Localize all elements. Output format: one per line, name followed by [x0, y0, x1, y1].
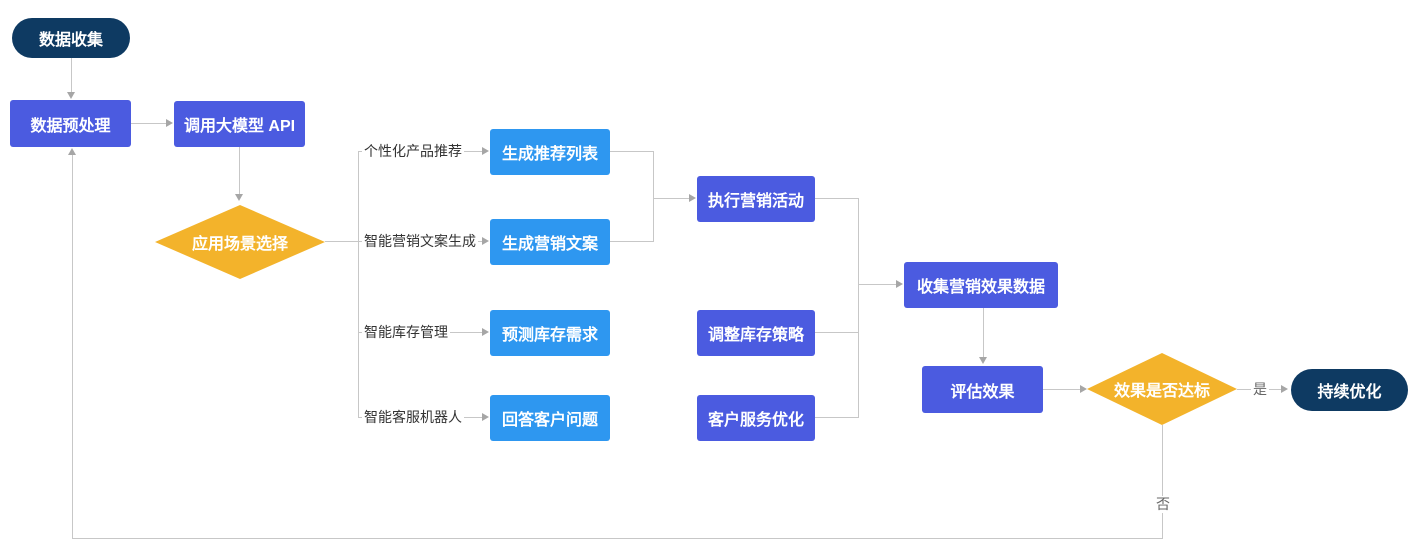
edge-label-no: 否	[1154, 496, 1172, 513]
arrow-right-icon	[482, 147, 489, 155]
connector-line	[815, 417, 858, 418]
connector-line	[653, 151, 654, 242]
connector-line	[1043, 389, 1080, 390]
arrow-right-icon	[166, 119, 173, 127]
edge-label-smart-inventory-management: 智能库存管理	[362, 324, 450, 341]
node-scenario-selection-decision: 应用场景选择	[155, 205, 325, 279]
connector-line	[610, 151, 653, 152]
node-generate-marketing-copy: 生成营销文案	[490, 219, 610, 265]
connector-line	[72, 155, 73, 538]
edge-label-smart-marketing-copy-generation: 智能营销文案生成	[362, 233, 478, 250]
node-effect-meets-target-decision: 效果是否达标	[1087, 353, 1237, 425]
connector-line	[1162, 425, 1163, 538]
node-call-llm-api: 调用大模型 API	[174, 101, 305, 147]
connector-line	[815, 198, 858, 199]
edge-label-yes: 是	[1251, 381, 1269, 398]
node-adjust-inventory-strategy: 调整库存策略	[697, 310, 815, 356]
connector-line	[358, 152, 359, 418]
node-data-collection: 数据收集	[12, 18, 130, 58]
node-evaluate-effect: 评估效果	[922, 366, 1043, 413]
arrow-down-icon	[67, 92, 75, 99]
arrow-down-icon	[235, 194, 243, 201]
edge-label-smart-customer-service-bot: 智能客服机器人	[362, 409, 464, 426]
arrow-right-icon	[689, 194, 696, 202]
node-continuous-optimization: 持续优化	[1291, 369, 1408, 411]
connector-line	[72, 538, 1163, 539]
connector-line	[239, 147, 240, 194]
arrow-right-icon	[896, 280, 903, 288]
connector-line	[858, 198, 859, 418]
node-predict-inventory-demand: 预测库存需求	[490, 310, 610, 356]
connector-line	[815, 332, 858, 333]
node-customer-service-optimization: 客户服务优化	[697, 395, 815, 441]
node-collect-marketing-effect-data: 收集营销效果数据	[904, 262, 1058, 308]
connector-line	[71, 58, 72, 92]
node-generate-recommendation-list: 生成推荐列表	[490, 129, 610, 175]
connector-line	[983, 308, 984, 357]
arrow-right-icon	[1281, 385, 1288, 393]
edge-label-personalized-product-recommendation: 个性化产品推荐	[362, 143, 464, 160]
connector-line	[858, 284, 896, 285]
node-execute-marketing-campaign: 执行营销活动	[697, 176, 815, 222]
arrow-down-icon	[979, 357, 987, 364]
connector-line	[610, 241, 653, 242]
connector-line	[653, 198, 689, 199]
arrow-right-icon	[482, 237, 489, 245]
arrow-right-icon	[482, 413, 489, 421]
connector-line	[131, 123, 166, 124]
arrow-right-icon	[482, 328, 489, 336]
node-data-preprocessing: 数据预处理	[10, 100, 131, 147]
arrow-right-icon	[1080, 385, 1087, 393]
node-answer-customer-questions: 回答客户问题	[490, 395, 610, 441]
arrow-up-icon	[68, 148, 76, 155]
